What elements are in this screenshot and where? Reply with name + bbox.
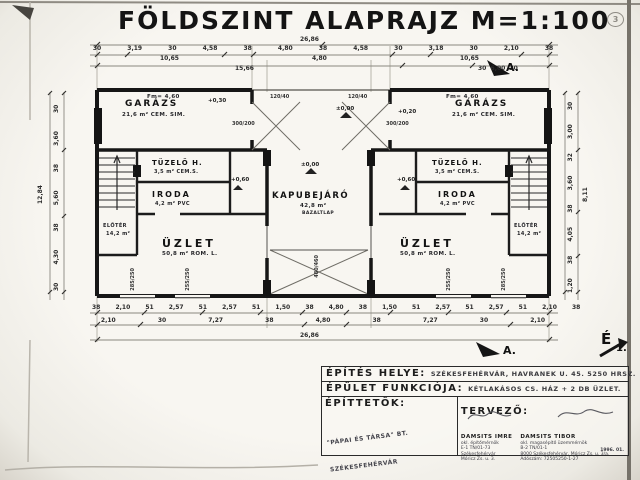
title-block-row-site: ÉPÍTÉS HELYE: SZÉKESFEHÉRVÁR, HAVRANEK U… bbox=[321, 366, 635, 381]
room-uzlet-left: ÜZLET bbox=[162, 237, 216, 250]
room-tuzelo-left-area: 3,5 m² CEM.S. bbox=[154, 169, 199, 175]
room-iroda-left-area: 4,2 m² PVC bbox=[155, 201, 190, 207]
room-eloter-left: ELŐTÉR bbox=[103, 223, 127, 229]
north-mark-letter: É bbox=[601, 330, 612, 348]
opening-shop-window-l2: 255/250 bbox=[185, 268, 191, 291]
dim-top-row2-left: 10,65 bbox=[160, 55, 179, 62]
level-p020: +0,20 bbox=[398, 109, 417, 115]
room-eloter-left-area: 14,2 m² bbox=[106, 231, 131, 237]
room-garazs-left: GARÁZS bbox=[125, 99, 179, 109]
dim-right-chain: 1,20 38 4,05 38 3,60 32 3,00 30 bbox=[567, 101, 574, 294]
north-mark-number: 1. bbox=[616, 343, 627, 354]
drawing-date: 1996. 01. bbox=[600, 448, 624, 454]
designer2-name: DAMSITS TIBOR bbox=[520, 434, 576, 440]
page-title: FÖLDSZINT ALAPRAJZ M=1:100 bbox=[118, 6, 611, 35]
dim-top-row2-mid: 4,80 bbox=[312, 55, 327, 62]
room-kapubejaro-finish: BAZALTLAP bbox=[302, 211, 335, 216]
opening-shop-window-l1: 285/250 bbox=[130, 268, 136, 291]
level-p030: +0,30 bbox=[208, 98, 227, 104]
level-zero-court: ±0,00 bbox=[336, 106, 355, 112]
level-fm-left: Fm= 4,60 bbox=[147, 94, 180, 100]
room-garazs-right-area: 21,6 m² CEM. SIM. bbox=[452, 112, 516, 118]
room-garazs-right: GARÁZS bbox=[455, 99, 509, 109]
level-zero-passage: ±0,00 bbox=[301, 162, 320, 168]
room-iroda-right-area: 4,2 m² PVC bbox=[440, 201, 475, 207]
dim-top-row2-right: 10,65 bbox=[460, 55, 479, 62]
title-block-row-parties: ÉPÍTTETŐK: "PÁPAI ÉS TÁRSA" BT. SZÉKESFE… bbox=[321, 396, 629, 474]
opening-vent-right: 120/40 bbox=[348, 94, 368, 100]
page-number-badge: 3 bbox=[607, 12, 624, 27]
room-tuzelo-left: TÜZELŐ H. bbox=[152, 159, 203, 167]
opening-shop-window-r1: 255/250 bbox=[446, 268, 452, 291]
builders-stamp-line1: "PÁPAI ÉS TÁRSA" BT. bbox=[326, 429, 409, 447]
designer2-block: DAMSITS TIBOR okl. magasépítő üzemmérnök… bbox=[520, 434, 609, 463]
room-iroda-left: IRODA bbox=[152, 190, 191, 199]
function-value: KÉTLAKÁSOS CS. HÁZ + 2 DB ÜZLET. bbox=[468, 384, 621, 393]
room-uzlet-right: ÜZLET bbox=[400, 237, 454, 250]
builders-stamp: "PÁPAI ÉS TÁRSA" BT. SZÉKESFEHÉRVÁR TÓVÁ… bbox=[324, 406, 461, 480]
designer-cell: TERVEZŐ: DAMSITS IMRE okl. építőmérnök E… bbox=[458, 397, 628, 463]
designer1-info: okl. építőmérnök E-1 TN/01-73 Székesfehé… bbox=[460, 440, 499, 463]
room-garazs-left-area: 21,6 m² CEM. SIM. bbox=[122, 112, 186, 118]
site-label: ÉPÍTÉS HELYE: bbox=[326, 368, 426, 379]
builders-label: ÉPÍTTETŐK: bbox=[325, 398, 406, 409]
dim-bottom-row2: 2,10 30 7,27 38 4,80 38 7,27 30 2,10 bbox=[100, 317, 546, 324]
opening-garage-door-left: 300/200 bbox=[232, 121, 255, 127]
opening-garage-door-right: 300/200 bbox=[386, 121, 409, 127]
dim-top-row3-right: 30 6,00 30 bbox=[478, 65, 518, 72]
level-fm-right: Fm= 4,60 bbox=[446, 94, 479, 100]
dim-overall-top: 26,86 bbox=[300, 36, 319, 43]
designer1-name: DAMSITS IMRE bbox=[460, 434, 513, 440]
function-label: ÉPÜLET FUNKCIÓJA: bbox=[326, 383, 464, 394]
opening-vent-left: 120/40 bbox=[270, 94, 290, 100]
room-tuzelo-right-area: 3,5 m² CEM.S. bbox=[435, 169, 480, 175]
opening-shop-window-r2: 285/250 bbox=[501, 268, 507, 291]
title-block-row-function: ÉPÜLET FUNKCIÓJA: KÉTLAKÁSOS CS. HÁZ + 2… bbox=[321, 381, 629, 396]
room-kapubejaro-area: 42,8 m² bbox=[300, 203, 327, 209]
level-p060-left: +0,60 bbox=[231, 177, 250, 183]
dim-right-total: 8,11 bbox=[582, 187, 589, 203]
section-marker-top: A. bbox=[506, 61, 519, 74]
dim-top-row3-left: 15,66 bbox=[235, 65, 254, 72]
room-tuzelo-right: TÜZELŐ H. bbox=[432, 159, 483, 167]
room-eloter-right-area: 14,2 m² bbox=[517, 231, 542, 237]
builders-stamp-line2: SZÉKESFEHÉRVÁR bbox=[329, 458, 399, 474]
room-uzlet-right-area: 50,8 m² ROM. L. bbox=[400, 251, 456, 257]
title-block: ÉPÍTÉS HELYE: SZÉKESFEHÉRVÁR, HAVRANEK U… bbox=[321, 366, 635, 474]
dim-left-chain: 30 4,30 38 5,60 38 3,60 30 bbox=[53, 104, 60, 291]
site-value: SZÉKESFEHÉRVÁR, HAVRANEK U. 45. 5250 HRS… bbox=[430, 369, 636, 378]
designer2-info: okl. magasépítő üzemmérnök B-2 TN/01-1 8… bbox=[520, 440, 610, 463]
room-uzlet-left-area: 50,8 m² ROM. L. bbox=[162, 251, 218, 257]
opening-gate: 480/460 bbox=[314, 255, 320, 278]
section-marker-bottom: A. bbox=[503, 344, 516, 357]
signature-squiggles bbox=[467, 409, 614, 420]
room-kapubejaro: KAPUBEJÁRÓ bbox=[272, 191, 350, 201]
dim-top-row1: 30 3,19 30 4,58 38 4,80 38 4,58 30 3,18 … bbox=[92, 45, 554, 52]
dim-left-total: 12,84 bbox=[37, 185, 44, 205]
designer1-block: DAMSITS IMRE okl. építőmérnök E-1 TN/01-… bbox=[461, 434, 512, 463]
dim-bottom-row1: 38 2,10 51 2,57 51 2,57 51 1,50 38 4,80 … bbox=[92, 304, 581, 311]
level-p060-right: +0,60 bbox=[397, 177, 416, 183]
builders-cell: ÉPÍTTETŐK: "PÁPAI ÉS TÁRSA" BT. SZÉKESFE… bbox=[322, 397, 458, 474]
room-iroda-right: IRODA bbox=[438, 190, 477, 199]
room-eloter-right: ELŐTÉR bbox=[514, 223, 538, 229]
dim-overall-bottom: 26,86 bbox=[300, 332, 319, 339]
